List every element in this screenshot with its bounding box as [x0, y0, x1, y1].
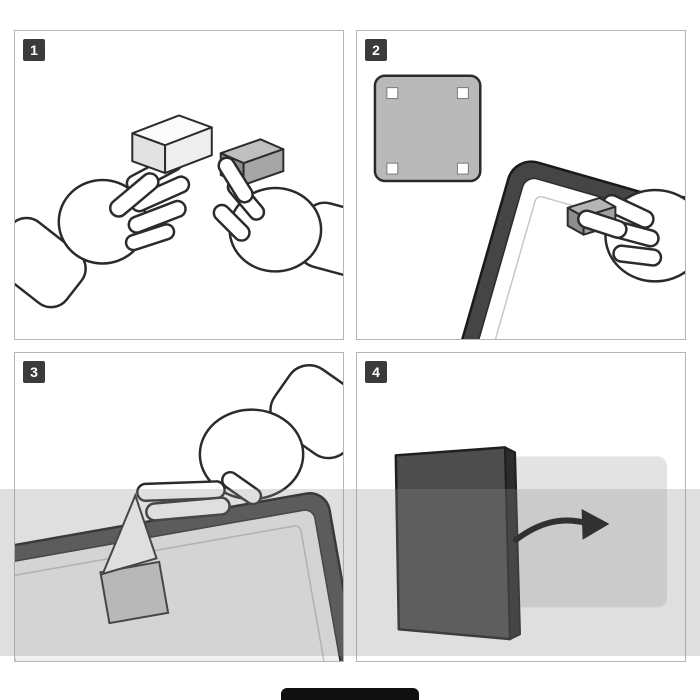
step-number: 3: [30, 364, 38, 380]
device-corner: [15, 492, 343, 661]
peeling-liner-on-device-icon: [15, 363, 343, 661]
step-number-badge: 1: [23, 39, 45, 61]
step-number: 1: [30, 42, 38, 58]
right-hand: [212, 156, 343, 281]
attach-device-to-mount-icon: [394, 446, 668, 641]
step-panel-3: 3: [14, 352, 344, 662]
step-number: 2: [372, 42, 380, 58]
pad-placement-on-device-corner-icon: [373, 74, 685, 339]
step-number-badge: 2: [365, 39, 387, 61]
adhesive-pad-sheet: [373, 74, 482, 183]
direction-arrow: [513, 508, 610, 543]
step-number-badge: 3: [23, 361, 45, 383]
left-thumb: [109, 172, 160, 218]
device-panel: [394, 446, 521, 641]
step-panel-1: 1: [14, 30, 344, 340]
protective-liner: [101, 492, 158, 576]
right-hand: [601, 188, 685, 283]
step-panel-2: 2: [356, 30, 686, 340]
step-number: 4: [372, 364, 380, 380]
step-number-badge: 4: [365, 361, 387, 383]
right-thumb: [577, 209, 628, 239]
hands-separating-adhesive-pad-icon: [15, 114, 343, 309]
bottom-bar: [281, 688, 419, 700]
right-hand: [136, 363, 343, 522]
step-panel-4: 4: [356, 352, 686, 662]
left-hand: [15, 153, 191, 309]
